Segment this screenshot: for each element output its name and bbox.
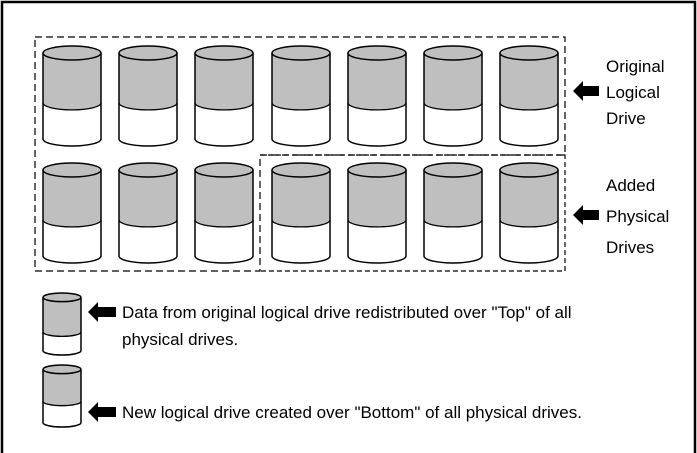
drive-cylinder-original — [42, 162, 102, 264]
drive-cylinder-original — [499, 45, 559, 147]
legend-bottom-line1: New logical drive created over "Bottom" … — [122, 403, 582, 422]
added-drives-region — [260, 154, 566, 272]
original-label-line1: Original — [606, 57, 665, 76]
drive-cylinder-added — [423, 162, 483, 264]
drive-cylinder-original — [423, 45, 483, 147]
legend-top-line1: Data from original logical drive redistr… — [122, 303, 572, 322]
drive-cylinder-original — [271, 45, 331, 147]
original-label-line2: Logical — [606, 83, 660, 102]
legend-drive-top-icon — [42, 292, 82, 356]
drive-cylinder-original — [118, 162, 178, 264]
drive-cylinder-added — [347, 162, 407, 264]
drive-cylinder-original — [118, 45, 178, 147]
drives-group — [42, 45, 559, 264]
drive-cylinder-original — [194, 162, 254, 264]
arrow-left-icon — [573, 81, 599, 101]
original-label-line3: Drive — [606, 109, 646, 128]
arrow-left-icon — [573, 205, 599, 225]
drive-cylinder-original — [347, 45, 407, 147]
drive-cylinder-original — [194, 45, 254, 147]
drive-cylinder-original — [42, 45, 102, 147]
arrow-left-icon — [88, 402, 116, 422]
legend-drive-bottom-icon — [42, 364, 82, 428]
arrow-left-icon — [88, 302, 116, 322]
drive-cylinder-added — [271, 162, 331, 264]
added-label-line1: Added — [606, 176, 655, 195]
legend-top-line2: physical drives. — [122, 330, 238, 349]
drive-cylinder-added — [499, 162, 559, 264]
legend-drives — [42, 292, 82, 428]
added-label-line3: Drives — [606, 238, 654, 257]
added-label-line2: Physical — [606, 207, 669, 226]
